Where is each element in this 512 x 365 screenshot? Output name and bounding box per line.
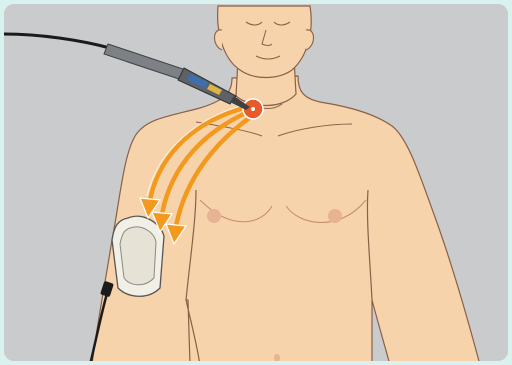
head [218,6,312,78]
torso [92,76,480,361]
illustration-panel [4,4,508,361]
electrosurgery-current-path-diagram [4,4,508,361]
right-nipple [328,209,342,223]
pencil-cable [4,34,110,48]
return-electrode-pad-icon [112,216,164,296]
left-nipple [207,209,221,223]
